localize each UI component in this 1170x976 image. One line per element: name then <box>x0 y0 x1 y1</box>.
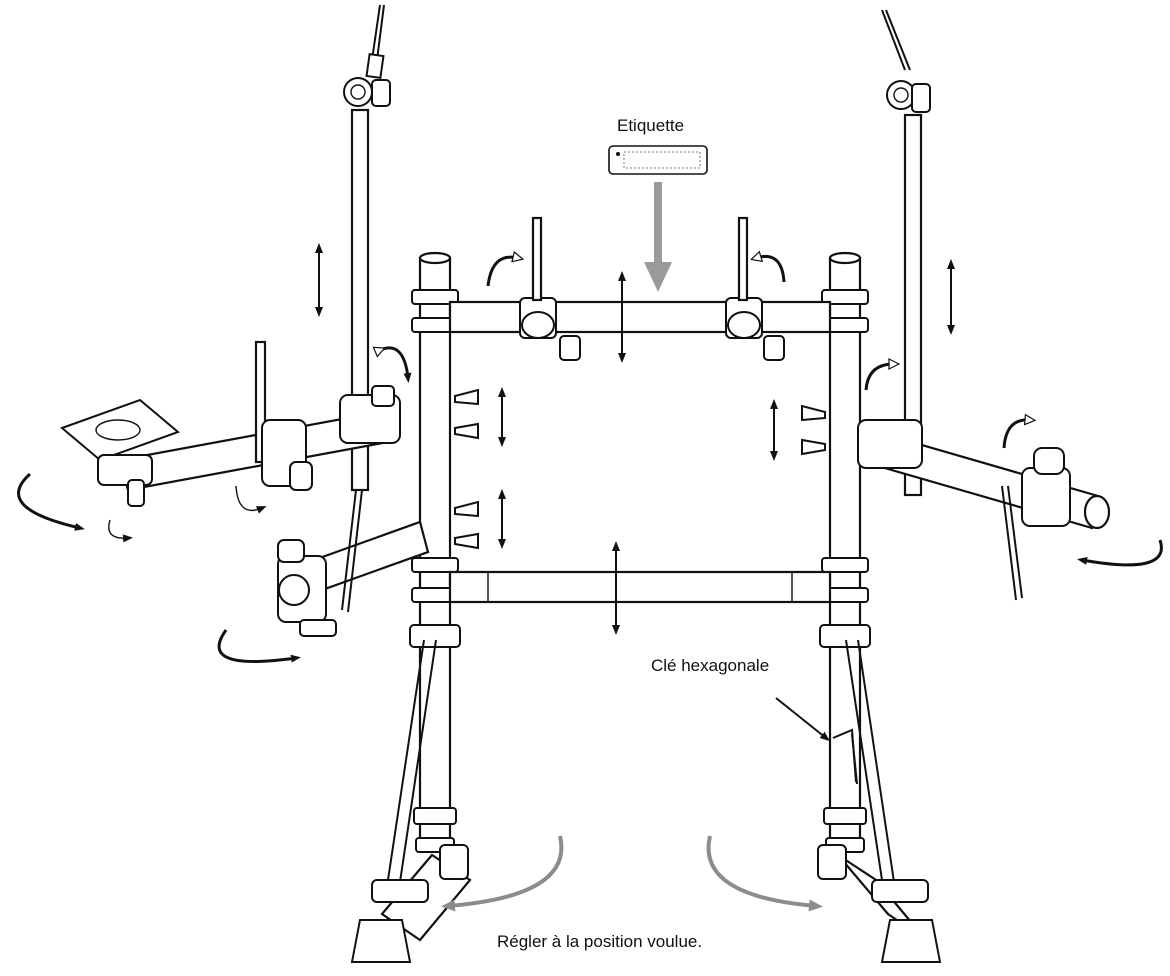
right-tom-arm <box>857 419 1111 601</box>
right-vertical-post <box>819 251 871 853</box>
left-lower-arm <box>277 489 430 637</box>
rotate-arrow-icon <box>108 519 133 543</box>
hex-key-illustration <box>832 728 858 785</box>
rotate-arrow-icon <box>756 256 786 283</box>
bottom-crossbar <box>448 570 832 604</box>
swing-arc-arrow-icon <box>17 472 85 531</box>
sticker-label: Etiquette <box>617 116 685 135</box>
sticker-illustration <box>608 145 708 175</box>
rotate-arrow-icon <box>235 485 267 514</box>
left-tom-arm <box>60 340 401 507</box>
rotate-arrow-icon <box>380 346 408 378</box>
sticker-pointer-arrow <box>644 182 672 292</box>
right-post-wing-bolts <box>801 404 826 456</box>
rotate-arrow-icon <box>486 257 518 287</box>
hex-key-pointer-arrow <box>775 697 830 742</box>
swing-arc-arrow-icon <box>217 629 301 663</box>
rotate-arrow-icon <box>1002 420 1030 449</box>
swing-arc-arrow-icon <box>441 835 564 912</box>
rotate-arrow-icon <box>864 364 894 391</box>
hex-key-label: Clé hexagonale <box>651 656 770 675</box>
right-leg <box>817 639 942 963</box>
left-post-wing-bolts <box>454 388 479 550</box>
right-cymbal-arm <box>881 9 931 497</box>
swing-arc-arrow-icon <box>1077 539 1163 567</box>
top-crossbar <box>448 216 832 361</box>
adjust-position-caption: Régler à la position voulue. <box>497 932 703 951</box>
swing-arc-arrow-icon <box>706 835 823 912</box>
left-leg <box>350 639 472 963</box>
